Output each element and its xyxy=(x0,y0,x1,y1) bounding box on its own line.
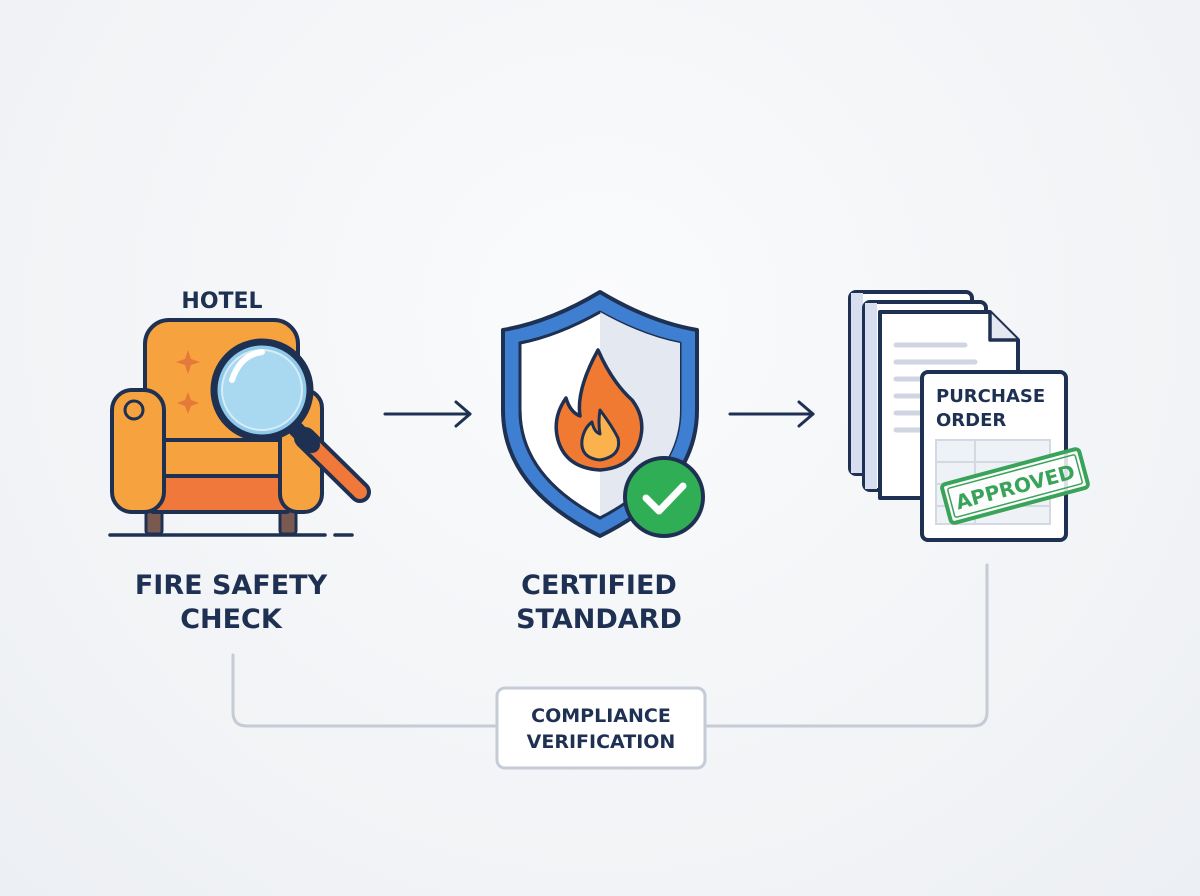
arrow-right-icon xyxy=(728,400,815,428)
step1-label-line1: FIRE SAFETY xyxy=(135,570,328,601)
step1-label-line2: CHECK xyxy=(180,604,283,635)
step1-top-label: HOTEL xyxy=(181,289,262,314)
armchair-magnifier-icon: HOTEL xyxy=(108,289,371,537)
arrow-right-icon xyxy=(383,400,472,428)
footer-line1: COMPLIANCE xyxy=(531,705,671,727)
compliance-verification-box: COMPLIANCE VERIFICATION xyxy=(495,686,707,770)
step2-label-line2: STANDARD xyxy=(516,604,682,635)
footer-line2: VERIFICATION xyxy=(527,731,676,753)
fire-shield-check-icon xyxy=(501,290,705,538)
purchase-order-title-line2: ORDER xyxy=(936,410,1006,431)
purchase-order-title-line1: PURCHASE xyxy=(936,386,1045,407)
step2-label-line1: CERTIFIED xyxy=(521,570,677,601)
connector-line xyxy=(231,563,989,728)
purchase-order-documents-icon: PURCHASE ORDER APPROVED xyxy=(848,290,1090,542)
